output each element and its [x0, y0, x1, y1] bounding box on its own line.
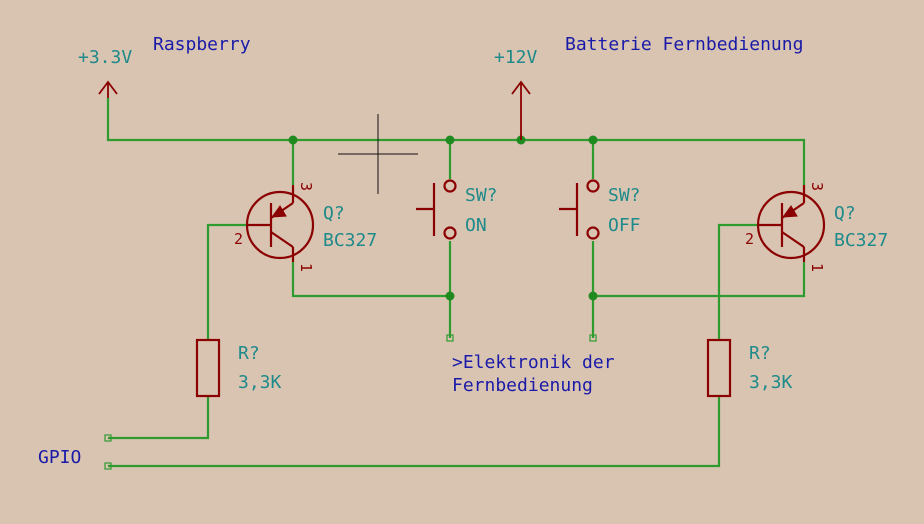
wire-r1-gpio	[108, 396, 210, 440]
wire-q1-collector	[291, 262, 450, 298]
junction-dot	[588, 291, 598, 301]
q1-pin-collector: 1	[297, 263, 315, 272]
note-gpio: GPIO	[38, 447, 81, 468]
wire-end-marker	[589, 334, 597, 342]
q1-pin-base: 2	[234, 230, 243, 248]
resistor-r1: R? 3,3K	[195, 338, 282, 398]
q1-value: BC327	[323, 230, 377, 251]
wire-q1-base	[206, 223, 247, 340]
power-label-12v: +12V	[494, 47, 538, 68]
wire-ends	[104, 334, 597, 470]
wire-end-marker	[104, 434, 112, 442]
note-electronics-line2: Fernbedienung	[452, 375, 593, 396]
junctions	[288, 135, 598, 301]
wire-r2-gpio	[108, 396, 721, 468]
q2-pin-collector: 1	[808, 263, 826, 272]
wire-q2-collector	[593, 262, 806, 298]
junction-dot	[445, 291, 455, 301]
note-battery: Batterie Fernbedienung	[565, 34, 803, 55]
power-label-3v3: +3.3V	[78, 47, 132, 68]
pnp-arrow-icon	[781, 205, 798, 218]
junction-dot	[445, 135, 455, 145]
r1-value: 3,3K	[238, 372, 282, 393]
note-electronics-line1: >Elektronik der	[452, 352, 615, 373]
q2-pin-emitter: 3	[808, 182, 826, 191]
switch-on: SW? ON	[416, 179, 498, 240]
pnp-arrow-icon	[270, 205, 287, 218]
note-raspberry: Raspberry	[153, 34, 251, 55]
resistor-r2: R? 3,3K	[706, 338, 793, 398]
q1-reference: Q?	[323, 203, 345, 224]
q1-pin-emitter: 3	[297, 182, 315, 191]
sw2-value: OFF	[608, 215, 641, 236]
switch-off: SW? OFF	[559, 179, 641, 240]
junction-dot	[288, 135, 298, 145]
transistor-q2: 3 2 1 Q? BC327	[745, 182, 888, 272]
power-symbol-3v3: +3.3V	[78, 47, 132, 98]
transistor-q1: 3 2 1 Q? BC327	[234, 182, 377, 272]
junction-dot	[588, 135, 598, 145]
q2-value: BC327	[834, 230, 888, 251]
sw1-value: ON	[465, 215, 487, 236]
sw2-reference: SW?	[608, 185, 641, 206]
wire-power-rail	[106, 98, 806, 185]
q2-pin-base: 2	[745, 230, 754, 248]
wire-q2-base	[717, 223, 758, 340]
sw1-reference: SW?	[465, 185, 498, 206]
r2-value: 3,3K	[749, 372, 793, 393]
wire-end-marker	[446, 334, 454, 342]
wires	[106, 98, 806, 468]
cursor-crosshair-icon	[338, 114, 418, 194]
r1-reference: R?	[238, 343, 260, 364]
wire-end-marker	[104, 462, 112, 470]
power-symbol-12v: +12V	[494, 47, 538, 140]
r2-reference: R?	[749, 343, 771, 364]
q2-reference: Q?	[834, 203, 856, 224]
